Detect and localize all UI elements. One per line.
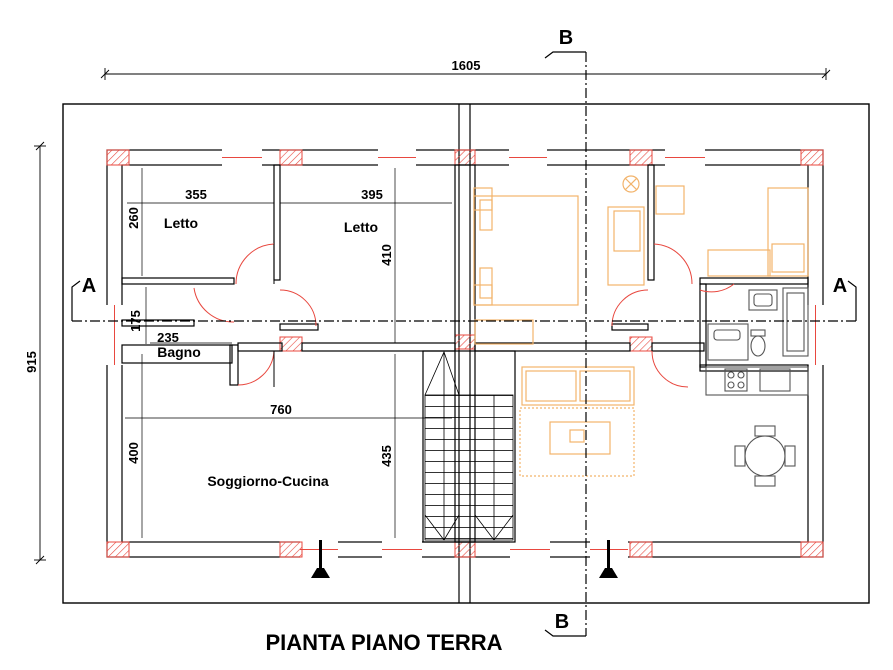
room-label-bedroom-2: Letto (344, 219, 378, 235)
section-marker-a-left: A (82, 275, 96, 297)
staircase (422, 350, 516, 543)
furniture-right-unit (473, 175, 809, 477)
living-depth-left-label: 400 (126, 442, 141, 464)
single-bed (767, 187, 809, 277)
door-swings (193, 243, 735, 388)
bed1-depth-label: 260 (126, 207, 141, 229)
bed2-depth-label: 410 (379, 244, 394, 266)
overall-width-dimension (100, 68, 831, 80)
bed1-width-label: 355 (185, 187, 207, 202)
room-label-bathroom: Bagno (157, 344, 201, 360)
kitchen-counter (705, 366, 809, 396)
sofa-bedroom (607, 206, 645, 286)
bed2-width-label: 395 (361, 187, 383, 202)
section-marker-b-top: B (559, 27, 573, 49)
outer-boundary (62, 103, 870, 604)
rug (519, 407, 635, 477)
top-windows (222, 149, 705, 166)
interior-walls-right (474, 164, 809, 372)
hob (724, 368, 748, 392)
sink (748, 289, 778, 311)
inner-dimension-lines (125, 168, 452, 538)
bathroom-kitchen-fixtures (705, 287, 809, 487)
toilet (750, 335, 766, 357)
section-marker-b-bottom: B (555, 611, 569, 633)
bath-width-label: 235 (157, 330, 179, 345)
overall-depth-label: 915 (24, 351, 39, 373)
bath-depth-label: 175 (128, 310, 143, 332)
section-lines (72, 52, 856, 636)
lamp-left (622, 175, 640, 193)
living-width-label: 760 (270, 402, 292, 417)
side-windows (106, 305, 824, 365)
sofa-living (521, 366, 635, 406)
shower (782, 287, 809, 357)
entrance-markers (311, 540, 618, 578)
dining-table (744, 435, 786, 477)
overall-depth-dimension (34, 141, 46, 565)
section-marker-a-right: A (833, 275, 847, 297)
overall-width-label: 1605 (452, 58, 481, 73)
double-bed (473, 195, 579, 306)
room-label-living: Soggiorno-Cucina (207, 473, 329, 489)
coffee-table (549, 421, 611, 455)
structural-pillars (106, 149, 824, 558)
plan-title: PIANTA PIANO TERRA (265, 630, 502, 655)
room-label-bedroom-1: Letto (164, 215, 198, 231)
living-depth-right-label: 435 (379, 445, 394, 467)
section-arrows (71, 51, 857, 637)
